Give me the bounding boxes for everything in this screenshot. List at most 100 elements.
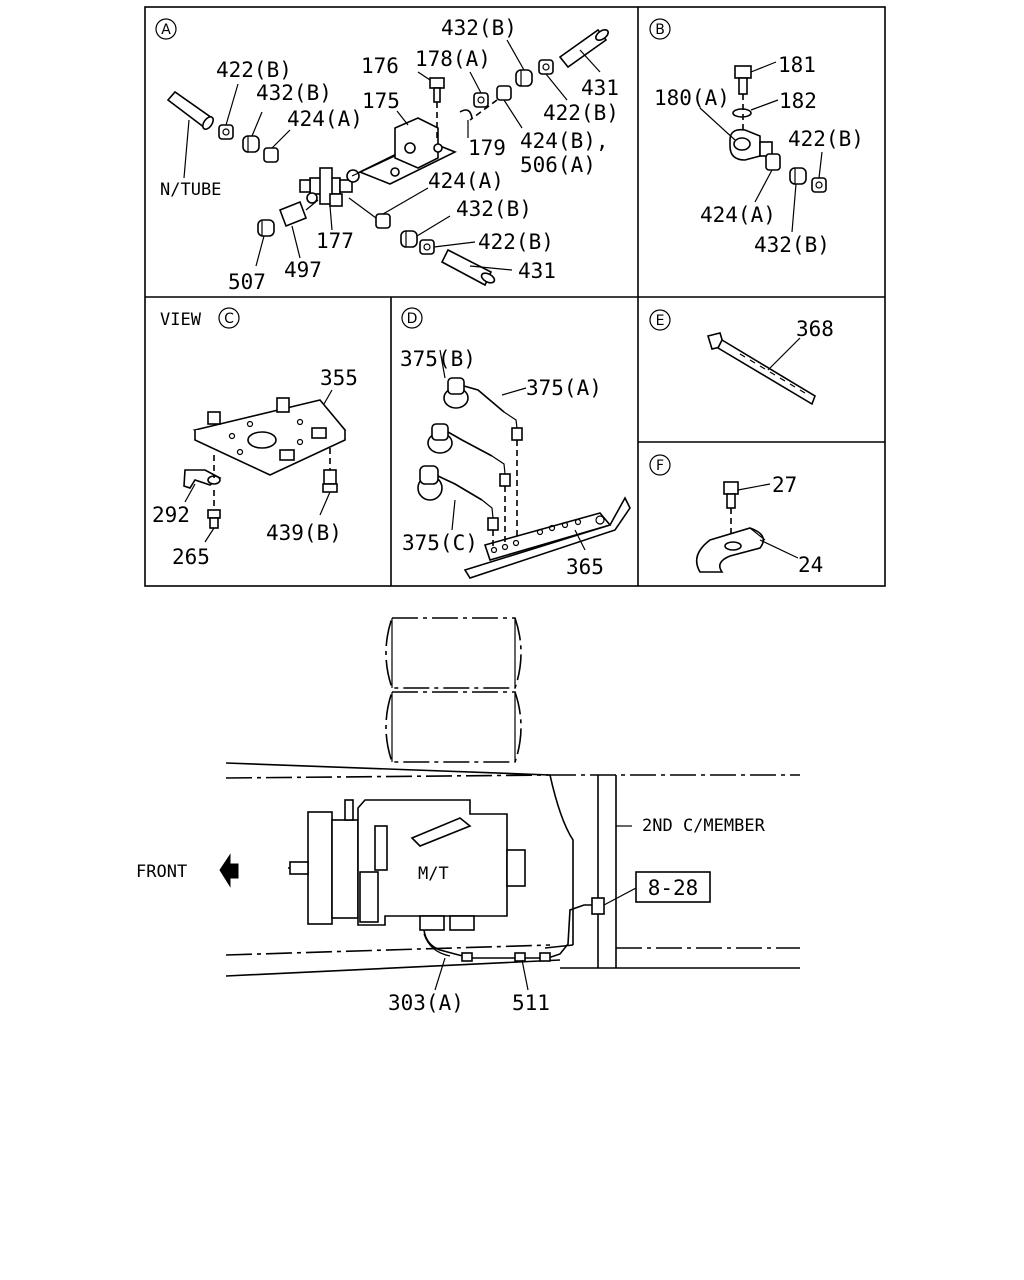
panel-b: B 181 180(A) 182 422 <box>649 18 864 257</box>
label-424a-left: 424(A) <box>287 107 363 131</box>
frame-rails <box>225 762 800 977</box>
label-507: 507 <box>228 270 266 294</box>
switch-375c <box>417 465 499 531</box>
bracket-292 <box>183 469 222 489</box>
label-497: 497 <box>284 258 322 282</box>
label-432b-b: 432(B) <box>754 233 830 257</box>
sleeve-497 <box>278 200 308 228</box>
panel-d-letter: D <box>407 311 418 327</box>
label-431-bottom: 431 <box>518 259 556 283</box>
label-179: 179 <box>468 136 506 160</box>
insert-424a-left <box>263 147 279 163</box>
clip-179 <box>459 109 473 119</box>
label-432b-bottom: 432(B) <box>456 197 532 221</box>
panel-e-letter: E <box>656 313 665 329</box>
label-178a: 178(A) <box>415 47 491 71</box>
sleeve-432b-top <box>515 69 533 87</box>
plate-355 <box>192 397 347 476</box>
label-422b-bottom: 422(B) <box>478 230 554 254</box>
panel-b-marker <box>649 18 671 40</box>
sleeve-432b-bottom <box>400 230 418 248</box>
clip-24 <box>695 527 766 573</box>
insert-424b <box>496 85 512 101</box>
panel-f: F 27 24 <box>649 454 823 577</box>
panel-grid <box>144 6 886 587</box>
label-176: 176 <box>361 54 399 78</box>
bolt-181 <box>734 65 752 95</box>
insert-424a-mid <box>375 213 391 229</box>
label-368: 368 <box>796 317 834 341</box>
harness-511 <box>423 897 605 962</box>
panel-e-marker <box>649 309 671 331</box>
cross-connector-177 <box>299 167 360 207</box>
nut-422b-left <box>218 124 234 140</box>
label-439b: 439(B) <box>266 521 342 545</box>
label-511: 511 <box>512 991 550 1015</box>
mt-label: M/T <box>418 864 449 884</box>
eye-fitting-180a <box>729 128 773 161</box>
front-label: FRONT <box>136 862 187 882</box>
ref-box <box>635 871 711 903</box>
plug-507 <box>257 219 275 237</box>
ref-label: 8-28 <box>648 876 699 900</box>
bracket-365 <box>463 496 631 579</box>
panel-e: E 368 <box>649 309 834 406</box>
crossmember-2nd <box>597 775 632 968</box>
nut-422b-b <box>811 177 827 193</box>
front-arrow-icon <box>219 853 239 888</box>
panel-a: A <box>155 16 619 294</box>
washer-182 <box>732 108 752 118</box>
label-375b: 375(B) <box>400 347 476 371</box>
panel-a-letter: A <box>161 22 171 38</box>
label-431-top: 431 <box>581 76 619 100</box>
panel-d-marker <box>401 307 423 329</box>
bracket-175 <box>351 117 457 185</box>
panel-c-letter: C <box>224 311 234 327</box>
label-432b-top: 432(B) <box>441 16 517 40</box>
sleeve-432b-b <box>789 167 807 185</box>
nut-178a <box>473 92 489 108</box>
label-292: 292 <box>152 503 190 527</box>
label-422b-left: 422(B) <box>216 58 292 82</box>
nut-422b-right <box>538 59 554 75</box>
label-424a-mid: 424(A) <box>428 169 504 193</box>
bolt-27 <box>723 481 739 509</box>
bolt-439b <box>322 469 338 493</box>
label-422b-right: 422(B) <box>543 101 619 125</box>
label-27: 27 <box>772 473 797 497</box>
bolt-176 <box>429 77 445 103</box>
label-375c: 375(C) <box>402 531 478 555</box>
panel-a-marker <box>155 18 177 40</box>
panel-f-marker <box>649 454 671 476</box>
cable-tie-368 <box>706 332 816 406</box>
n-tube <box>166 90 214 130</box>
label-175: 175 <box>362 89 400 113</box>
panel-b-letter: B <box>655 22 665 38</box>
panel-f-letter: F <box>656 458 664 474</box>
label-182: 182 <box>779 89 817 113</box>
label-265: 265 <box>172 545 210 569</box>
label-180a: 180(A) <box>654 86 730 110</box>
insert-424a-b <box>765 153 781 171</box>
label-422b-b: 422(B) <box>788 127 864 151</box>
label-24: 24 <box>798 553 823 577</box>
switch-375b <box>443 377 523 441</box>
air-tank-lower <box>385 691 522 763</box>
label-424a-b: 424(A) <box>700 203 776 227</box>
label-424b: 424(B), <box>520 129 609 153</box>
label-432b-left: 432(B) <box>256 81 332 105</box>
chassis-view: 8-28 FRONT M/T 2ND C/MEMBER 303(A) 511 <box>136 617 800 1015</box>
air-tank-upper <box>385 617 522 689</box>
sleeve-432b-left <box>242 135 260 153</box>
crossmember-label: 2ND C/MEMBER <box>642 816 766 836</box>
panel-c-view: VIEW <box>160 310 202 330</box>
label-181: 181 <box>778 53 816 77</box>
transmission-mt <box>288 799 526 931</box>
label-355: 355 <box>320 366 358 390</box>
nut-422b-bottom <box>419 239 435 255</box>
label-365: 365 <box>566 555 604 579</box>
switch-middle <box>427 423 511 487</box>
panel-c-marker <box>218 307 240 329</box>
label-ntube: N/TUBE <box>160 180 221 200</box>
panel-c: VIEW C <box>152 307 358 569</box>
